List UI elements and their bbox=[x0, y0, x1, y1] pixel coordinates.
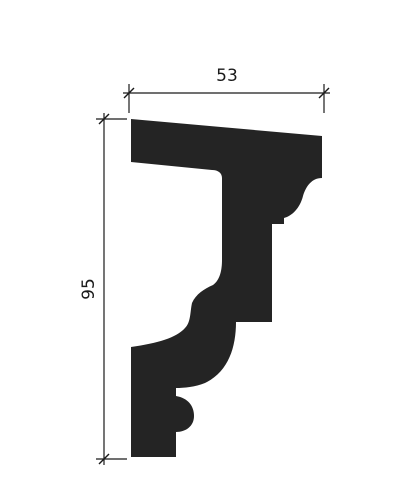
height-dimension: 95 bbox=[79, 113, 127, 465]
width-dimension-label: 53 bbox=[216, 66, 238, 86]
width-tick-left bbox=[123, 87, 135, 99]
width-tick-right bbox=[318, 87, 330, 99]
width-dimension: 53 bbox=[123, 66, 330, 113]
height-dimension-label: 95 bbox=[79, 278, 99, 300]
height-tick-top bbox=[98, 113, 110, 125]
height-tick-bottom bbox=[98, 453, 110, 465]
molding-profile-shape bbox=[131, 119, 322, 457]
